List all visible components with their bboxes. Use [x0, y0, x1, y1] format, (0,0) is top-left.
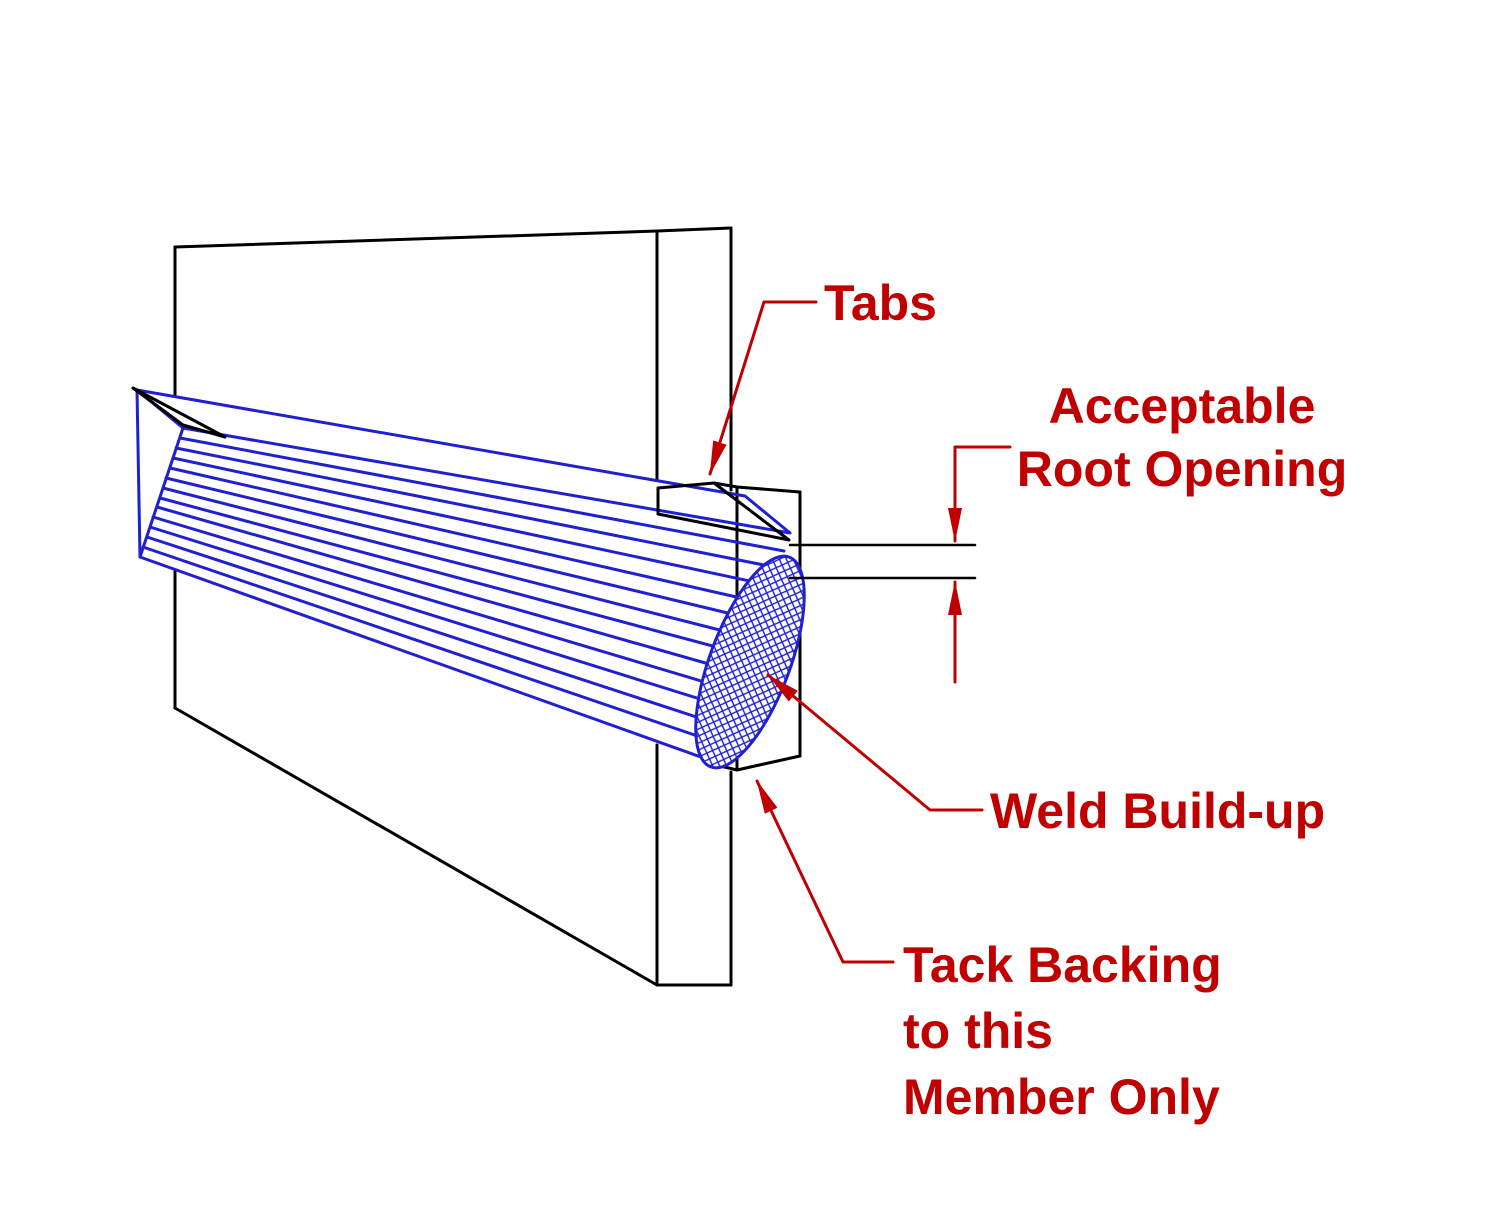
weld-pass-lines: [141, 436, 786, 746]
weld-pass-line: [141, 545, 723, 746]
weld-pass-line: [148, 525, 734, 711]
left-tab: [131, 386, 227, 439]
tabs-label: Tabs: [824, 275, 937, 331]
plate-bottom-edge: [173, 706, 733, 987]
weld-buildup-hatch: [695, 556, 805, 768]
right-member-top-edge: [712, 481, 802, 494]
weld-pass-line: [151, 515, 740, 694]
tack-backing-label-line2: to this: [903, 1003, 1053, 1059]
leader-lines: [708, 300, 984, 964]
weld-pass-line: [158, 496, 752, 658]
tabs-leader: [708, 300, 818, 476]
root-opening-label-line1: Acceptable: [1049, 378, 1316, 434]
bar-bottom-edge: [138, 555, 717, 764]
weld-pass-line: [161, 486, 757, 641]
root-opening-extension-lines: [788, 543, 977, 580]
tack-backing-label-line3: Member Only: [903, 1069, 1220, 1125]
labels: Tabs Acceptable Root Opening Weld Build-…: [824, 275, 1347, 1125]
tack-backing-label-line1: Tack Backing: [903, 937, 1222, 993]
weld-pass-line: [168, 466, 769, 606]
weld-pass-line: [178, 436, 786, 553]
weld-pass-line: [145, 535, 729, 729]
weld-pass-line: [164, 476, 763, 623]
weld-pass-line: [155, 505, 746, 676]
backing-bar: [135, 388, 792, 764]
bar-left-end-edge: [135, 388, 142, 559]
main-plate: [173, 226, 733, 987]
root-opening-label-line2: Root Opening: [1017, 441, 1348, 497]
weld-tabs: [131, 386, 791, 542]
weld-pass-line: [171, 456, 775, 588]
bar-top-face: [135, 388, 792, 535]
plate-top-edge: [173, 226, 733, 249]
weld-buildup-leader: [766, 673, 984, 812]
weld-buildup-label: Weld Build-up: [990, 783, 1325, 839]
root-opening-dimension: [948, 445, 1012, 684]
tack-backing-leader: [755, 779, 895, 964]
dimension-upper-leader: [948, 445, 1012, 543]
right-tab: [656, 481, 791, 542]
weld-pass-line: [174, 446, 781, 570]
bar-front-left-edge: [138, 426, 185, 559]
